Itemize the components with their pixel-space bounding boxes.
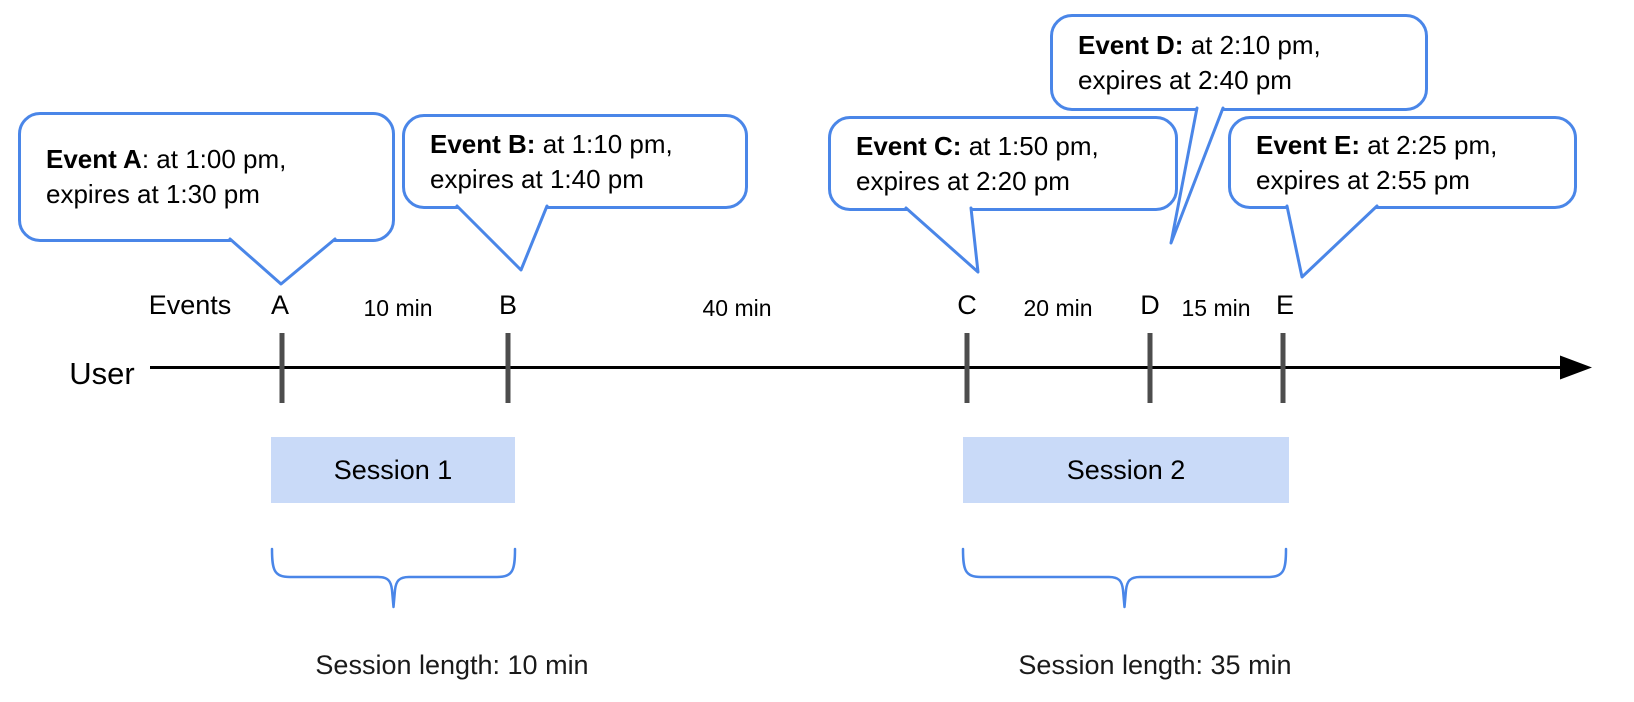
- event-d-callout: Event D: at 2:10 pm, expires at 2:40 pm: [1050, 14, 1428, 111]
- events-row-label: Events: [148, 290, 232, 320]
- event-c-line2: expires at 2:20 pm: [856, 165, 1070, 196]
- event-b-callout: Event B: at 1:10 pm, expires at 1:40 pm: [402, 114, 748, 209]
- tick-label-d: D: [1140, 290, 1160, 320]
- event-b-time: at 1:10 pm,: [535, 128, 673, 159]
- event-d-callout-tail: [1169, 106, 1225, 245]
- session1-length-label: Session length: 10 min: [315, 650, 589, 680]
- timeline-arrowhead-icon: [1560, 355, 1592, 380]
- tick-e: [1280, 333, 1286, 403]
- event-c-callout-tail: [904, 206, 980, 274]
- session2-brace: [961, 547, 1288, 609]
- event-e-callout-tail: [1285, 204, 1379, 279]
- event-a-title: Event A: [46, 144, 142, 174]
- tick-d: [1147, 333, 1153, 403]
- event-a-callout-tail: [228, 237, 337, 286]
- event-a-line2: expires at 1:30 pm: [46, 179, 260, 209]
- tick-c: [964, 333, 970, 403]
- event-d-line1: Event D: at 2:10 pm,: [1078, 28, 1417, 63]
- session1-bar: Session 1: [271, 437, 515, 503]
- tick-label-b: B: [498, 290, 518, 320]
- event-a-callout: Event A: at 1:00 pm, expires at 1:30 pm: [18, 112, 395, 242]
- event-d-line2: expires at 2:40 pm: [1078, 64, 1292, 95]
- event-b-title: Event B:: [430, 128, 536, 159]
- session2-length-label: Session length: 35 min: [1018, 650, 1292, 680]
- interval-a-b-label: 10 min: [363, 295, 433, 321]
- session2-bar-label: Session 2: [1066, 454, 1186, 485]
- event-e-title: Event E:: [1256, 129, 1361, 160]
- event-b-line2: expires at 1:40 pm: [430, 163, 644, 194]
- session1-bar-label: Session 1: [333, 454, 453, 485]
- event-b-callout-tail: [455, 204, 549, 272]
- user-axis-label: User: [69, 356, 135, 391]
- event-e-time: at 2:25 pm,: [1360, 129, 1498, 160]
- event-b-line1: Event B: at 1:10 pm,: [430, 127, 737, 162]
- event-c-time: at 1:50 pm,: [961, 130, 1099, 161]
- tick-label-e: E: [1275, 290, 1295, 320]
- interval-c-d-label: 20 min: [1023, 295, 1093, 321]
- event-c-line1: Event C: at 1:50 pm,: [856, 129, 1167, 164]
- event-e-line2: expires at 2:55 pm: [1256, 164, 1470, 195]
- event-a-line1: Event A: at 1:00 pm,: [46, 142, 384, 177]
- event-c-callout: Event C: at 1:50 pm, expires at 2:20 pm: [828, 116, 1178, 211]
- session1-brace: [270, 547, 517, 609]
- event-d-time: at 2:10 pm,: [1183, 29, 1321, 60]
- event-a-time: : at 1:00 pm,: [141, 144, 287, 174]
- tick-label-a: A: [270, 290, 290, 320]
- interval-b-c-label: 40 min: [702, 295, 772, 321]
- event-d-title: Event D:: [1078, 29, 1184, 60]
- event-e-callout: Event E: at 2:25 pm, expires at 2:55 pm: [1228, 116, 1577, 209]
- interval-d-e-label: 15 min: [1181, 295, 1251, 321]
- event-c-title: Event C:: [856, 130, 962, 161]
- session2-bar: Session 2: [963, 437, 1289, 503]
- tick-a: [279, 333, 285, 403]
- event-e-line1: Event E: at 2:25 pm,: [1256, 128, 1566, 163]
- tick-b: [505, 333, 511, 403]
- tick-label-c: C: [957, 290, 977, 320]
